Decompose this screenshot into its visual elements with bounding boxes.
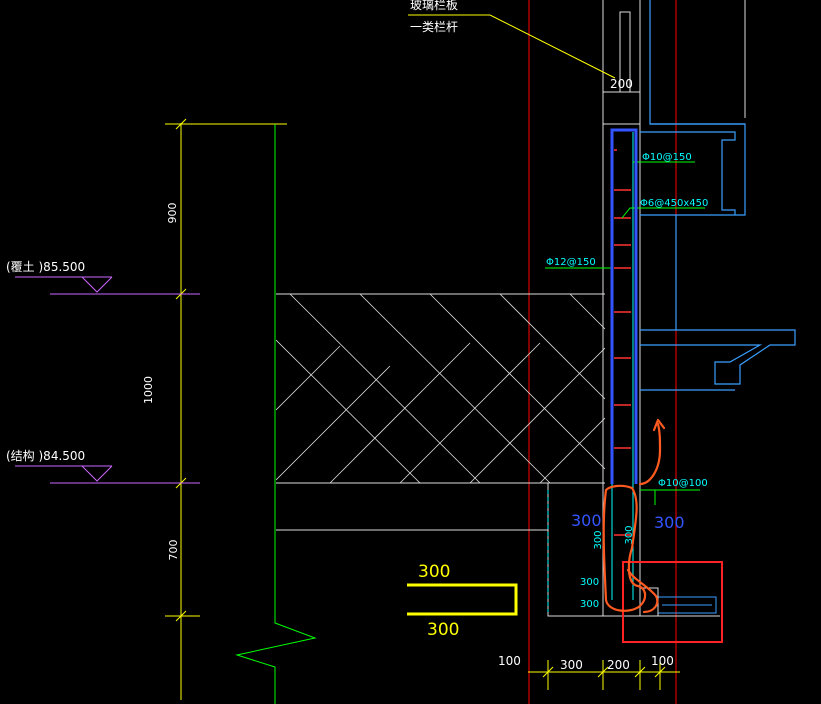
yellow-markup — [407, 583, 518, 616]
dimension-top-200: 200 — [610, 77, 633, 91]
blue-markup — [610, 128, 638, 484]
level-structure-label: (结构 )84.500 — [6, 448, 85, 463]
orange-markup — [602, 418, 666, 614]
rebar-leaders — [545, 161, 705, 505]
small-dim-a: 300 — [593, 530, 604, 549]
rebar-label-2: Φ6@450x450 — [640, 198, 708, 209]
small-dim-b: 300 — [624, 525, 635, 544]
dimension-700: 700 — [167, 540, 180, 561]
dimension-1000: 1000 — [142, 376, 155, 404]
blue-annotation-right: 300 — [654, 513, 685, 532]
small-dim-d: 300 — [580, 599, 599, 610]
yellow-annotation-top: 300 — [418, 562, 450, 582]
break-line — [235, 124, 317, 704]
small-dim-c: 300 — [580, 577, 599, 588]
dimension-bottom-a: 100 — [498, 654, 521, 668]
level-marker-finish — [15, 276, 200, 295]
blue-annotation-left: 300 — [571, 511, 602, 530]
rebar-ties — [614, 189, 631, 536]
dimension-900: 900 — [166, 203, 179, 224]
soil-hatch — [276, 294, 605, 483]
building-profile — [640, 0, 796, 391]
dimension-bottom-c: 200 — [607, 658, 630, 672]
yellow-annotation-bottom: 300 — [427, 620, 459, 640]
left-dimension-line — [165, 118, 287, 700]
callout-line2: 一类栏杆 — [410, 19, 458, 34]
drain-pipe-detail — [657, 596, 717, 614]
bottom-dimension-line — [528, 660, 680, 690]
glass-balustrade — [602, 0, 641, 124]
dimension-bottom-d: 100 — [651, 654, 674, 668]
level-finish-label: (覆土 )85.500 — [6, 260, 85, 274]
rebar-label-1: Φ10@150 — [642, 152, 692, 163]
dimension-bottom-b: 300 — [560, 658, 583, 672]
rebar-label-3: Φ12@150 — [546, 257, 596, 268]
rebar-label-4: Φ10@100 — [658, 478, 708, 489]
highlight-box — [622, 561, 723, 643]
callout-leader — [408, 14, 616, 79]
level-marker-structure — [15, 465, 200, 484]
callout-line1: 玻璃栏板 — [410, 0, 458, 12]
